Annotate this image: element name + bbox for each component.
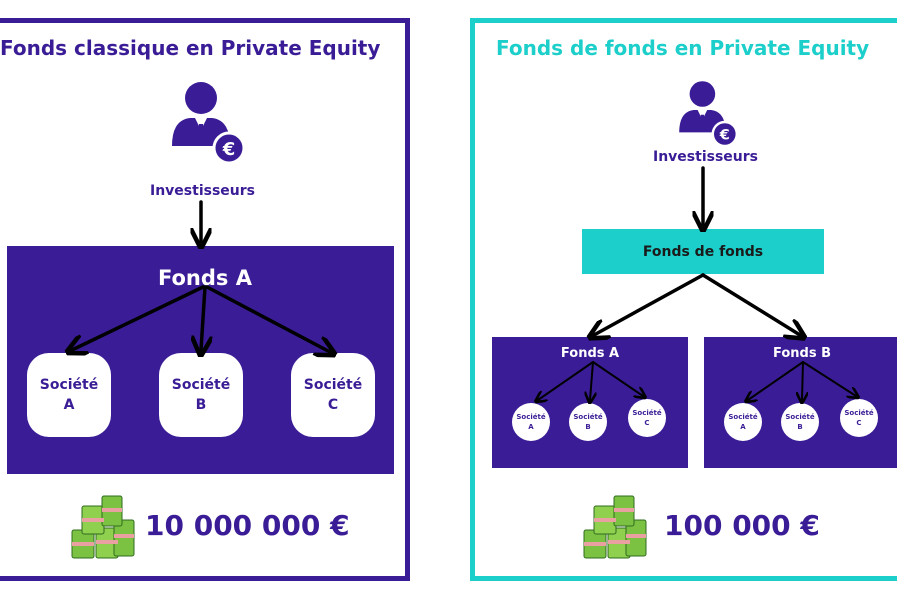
arrow-icon: [701, 273, 800, 335]
company-a-fund-a: Société A: [512, 403, 550, 441]
company-c-fund-a: Société C: [628, 399, 666, 437]
company-b-left: Société B: [159, 353, 243, 437]
company-name: Société: [632, 409, 662, 417]
arrow-icon: [802, 361, 856, 396]
svg-text:€: €: [719, 128, 730, 144]
company-letter: A: [740, 423, 746, 431]
arrow-icon: [592, 361, 643, 396]
company-name: Société: [728, 413, 758, 421]
investors-label-left: Investisseurs: [150, 183, 255, 199]
arrow-icon: [201, 285, 205, 350]
fund-b-label-right: Fonds B: [772, 346, 832, 361]
company-a-fund-b: Société A: [724, 403, 762, 441]
arrow-icon: [205, 285, 330, 352]
company-letter: A: [528, 423, 534, 431]
company-name: Société: [573, 413, 603, 421]
company-c-left: Société C: [291, 353, 375, 437]
investor-icon: €: [679, 81, 738, 148]
company-a-left: Société A: [27, 353, 111, 437]
fund-of-funds-box: Fonds de fonds: [582, 229, 824, 274]
fund-of-funds-panel: [470, 18, 897, 581]
company-letter: C: [327, 397, 339, 413]
money-stack-icon: [71, 495, 135, 559]
fund-a-label-right: Fonds A: [560, 346, 620, 361]
amount-right: 100 000 €: [664, 509, 820, 542]
arrow-icon: [538, 361, 594, 400]
company-name: Société: [785, 413, 815, 421]
euro-badge-icon: [711, 120, 738, 148]
arrow-icon: [802, 361, 803, 400]
amount-left: 10 000 000 €: [145, 509, 350, 542]
company-name: Société: [516, 413, 546, 421]
company-b-fund-a: Société B: [569, 403, 607, 441]
money-stack-icon: [583, 495, 647, 559]
company-letter: B: [797, 423, 803, 431]
company-letter: A: [63, 397, 75, 413]
fund-of-funds-label: Fonds de fonds: [642, 243, 764, 260]
classic-fund-title: Fonds classique en Private Equity: [0, 36, 381, 60]
company-c-fund-b: Société C: [840, 399, 878, 437]
company-name: Société: [303, 377, 363, 393]
arrow-icon: [72, 285, 205, 350]
svg-text:€: €: [222, 139, 236, 160]
investors-label-right: Investisseurs: [653, 149, 758, 165]
company-letter: B: [195, 397, 207, 413]
company-letter: C: [856, 419, 862, 427]
company-name: Société: [171, 377, 231, 393]
arrow-icon: [590, 361, 593, 400]
arrow-icon: [748, 361, 804, 400]
arrow-icon: [594, 273, 705, 335]
company-name: Société: [39, 377, 99, 393]
company-letter: B: [585, 423, 591, 431]
fund-of-funds-title: Fonds de fonds en Private Equity: [496, 36, 870, 60]
euro-badge-icon: [212, 131, 246, 165]
investor-icon: €: [172, 82, 246, 165]
company-letter: C: [644, 419, 650, 427]
company-b-fund-b: Société B: [781, 403, 819, 441]
company-name: Société: [844, 409, 874, 417]
